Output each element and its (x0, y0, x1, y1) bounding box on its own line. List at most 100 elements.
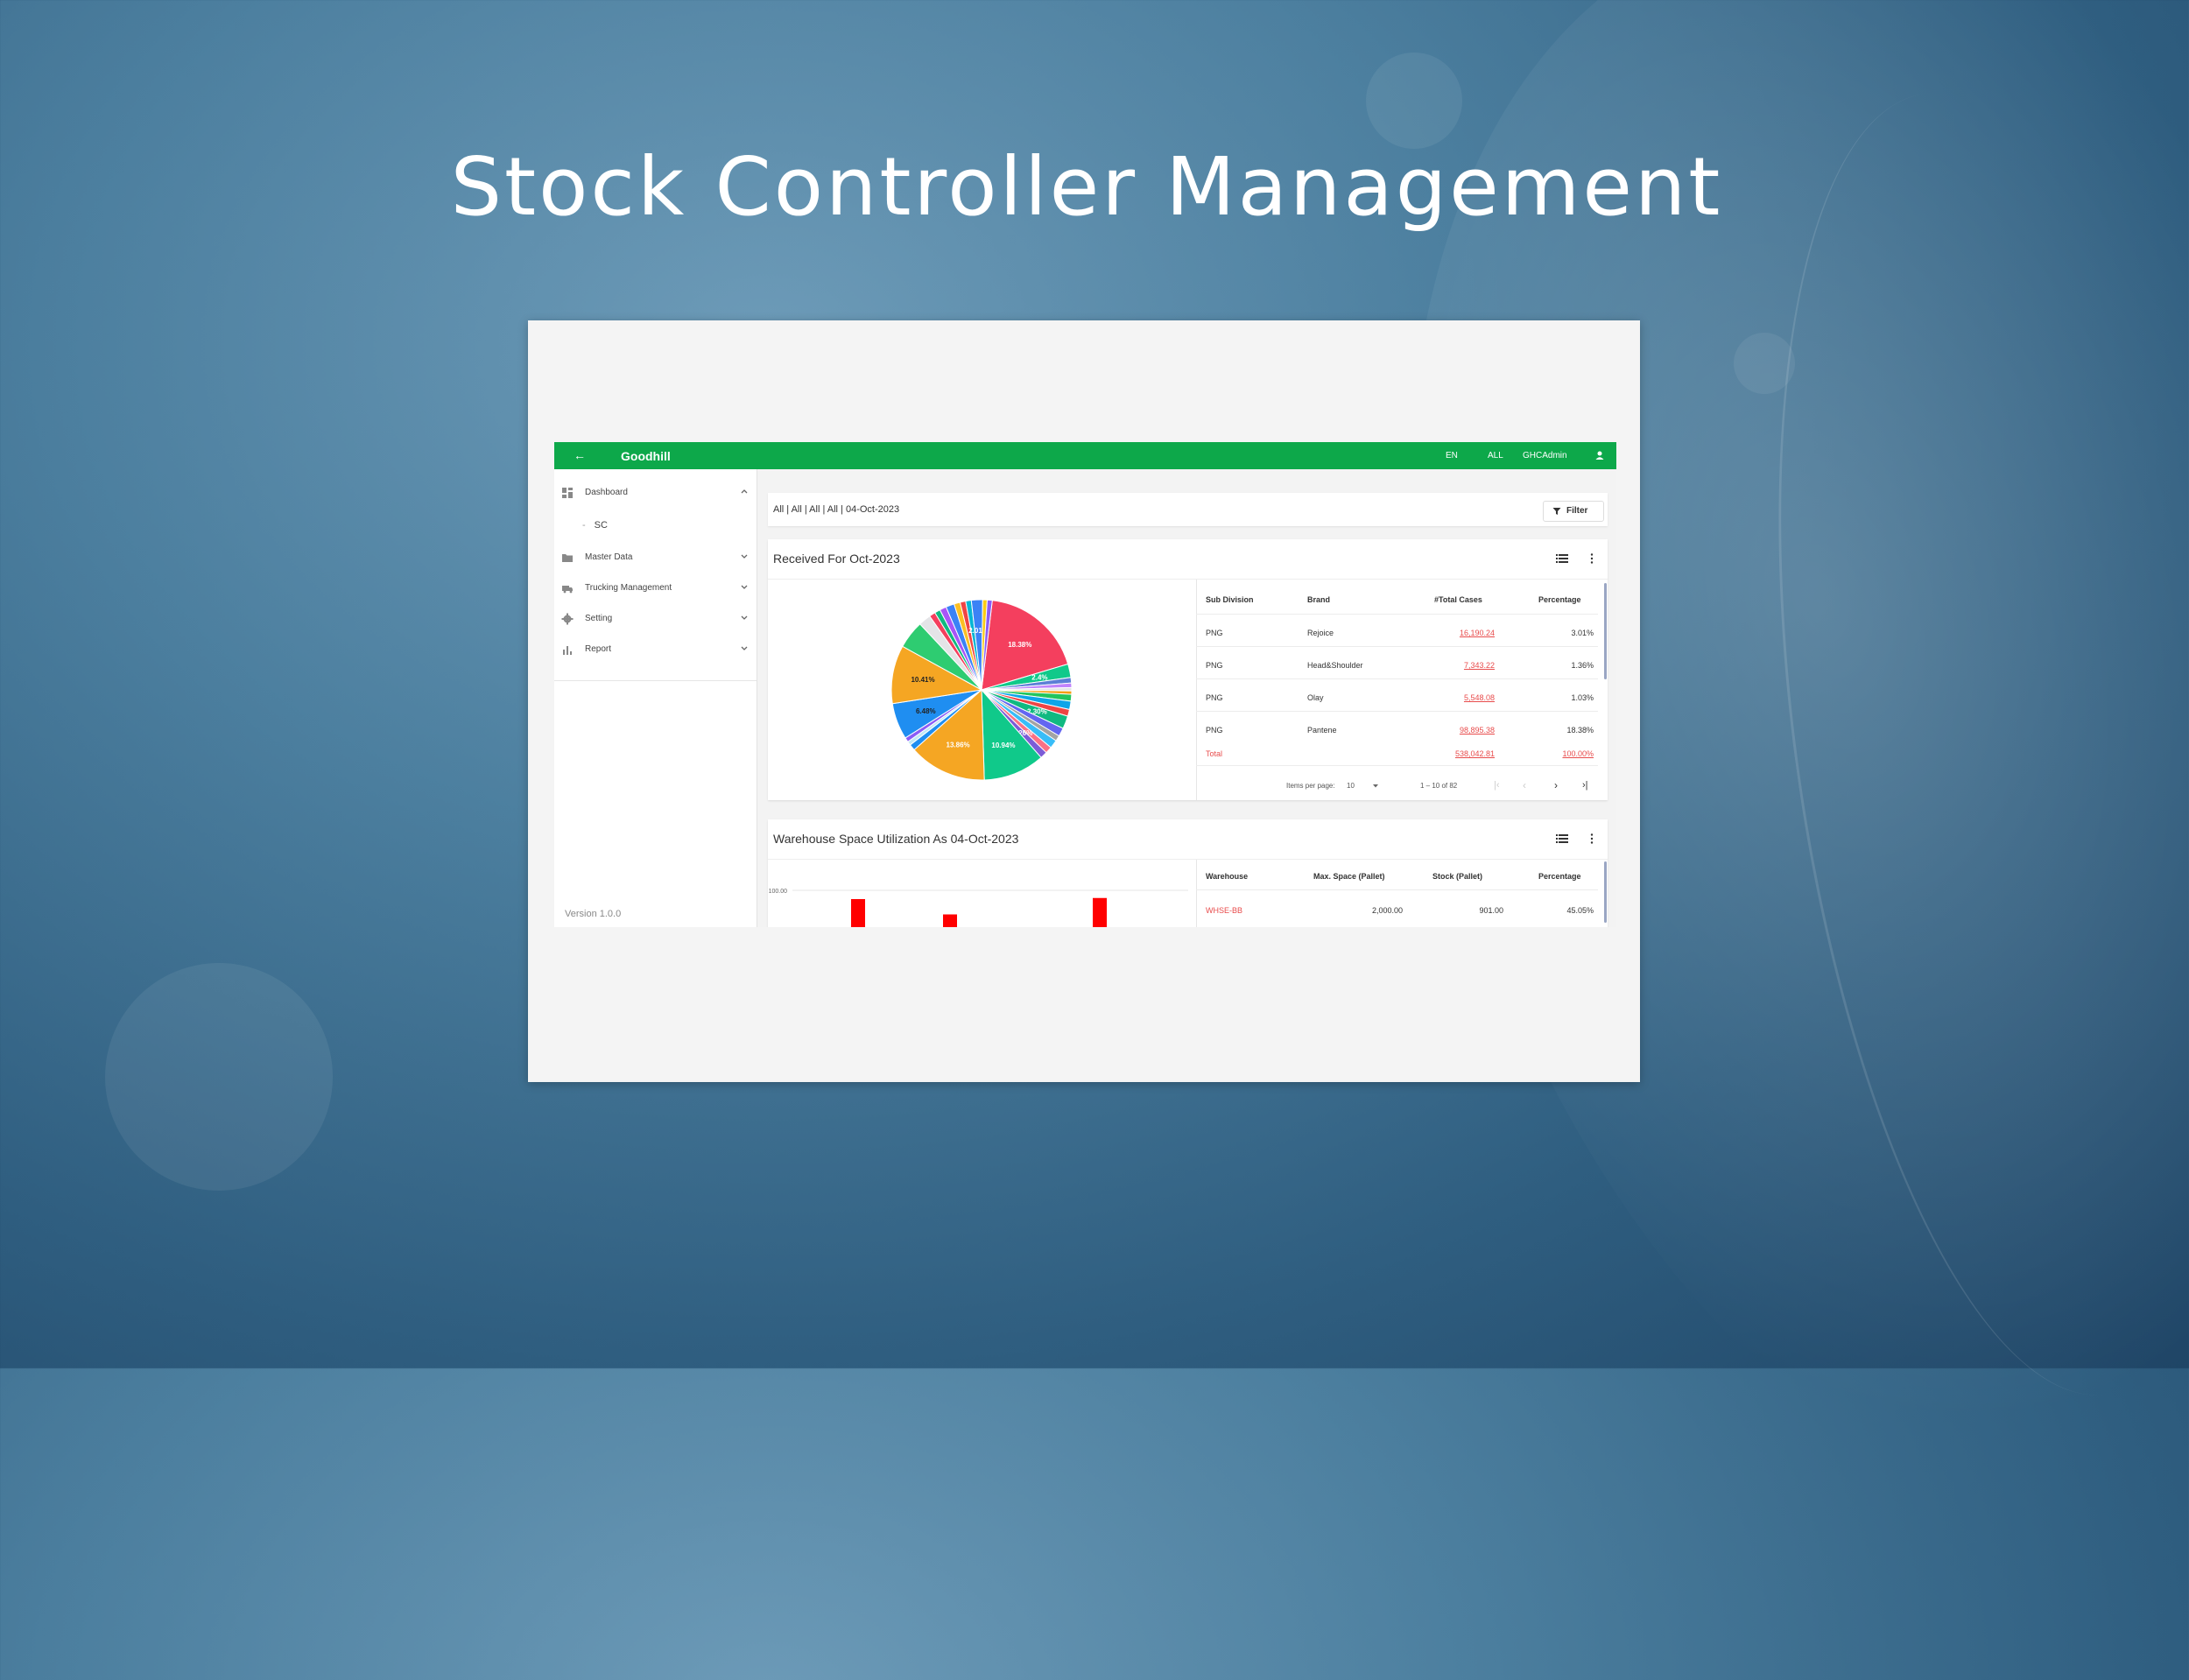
gear-icon (561, 613, 574, 625)
cell-subdivision: PNG (1206, 629, 1223, 637)
chevron-down-icon[interactable] (740, 643, 749, 652)
pie-slice[interactable] (981, 600, 1069, 691)
pie-slice-label: 6.48% (916, 707, 936, 715)
items-per-page-label: Items per page: (1286, 782, 1335, 790)
column-header[interactable]: Max. Space (Pallet) (1313, 872, 1385, 881)
pie-slice[interactable] (913, 688, 985, 781)
sidebar-item-setting[interactable]: Setting (554, 608, 757, 629)
cell-total-cases[interactable]: 16,190.24 (1459, 629, 1495, 637)
bar[interactable] (943, 914, 957, 928)
cell-subdivision: PNG (1206, 693, 1223, 702)
more-vert-icon[interactable] (1586, 833, 1598, 844)
background-glow (1734, 333, 1795, 394)
column-header[interactable]: Stock (Pallet) (1432, 872, 1483, 881)
pie-slice-label: 10.94% (991, 742, 1015, 749)
cell-percentage: 45.05% (1566, 906, 1594, 915)
sidebar-subitem-sc[interactable]: -SC (582, 520, 608, 531)
row-divider (1196, 889, 1598, 890)
filter-button[interactable]: Filter (1543, 501, 1604, 522)
screenshot-frame: ← Goodhill EN ALL GHCAdmin Dashboard -SC (528, 320, 1640, 1082)
column-header[interactable]: Percentage (1538, 872, 1581, 881)
user-name[interactable]: GHCAdmin (1523, 451, 1567, 460)
cell-stock: 901.00 (1479, 906, 1503, 915)
cell-percentage: 18.38% (1566, 726, 1594, 735)
app-window: ← Goodhill EN ALL GHCAdmin Dashboard -SC (554, 442, 1616, 927)
items-per-page-select[interactable]: 10 (1347, 782, 1355, 790)
dropdown-arrow-icon[interactable] (1372, 784, 1379, 789)
pie-slice-label: 10.41% (911, 676, 934, 684)
truck-icon (562, 586, 573, 594)
funnel-icon (1552, 508, 1561, 515)
pie-slice-label: 18.38% (1008, 641, 1031, 649)
sidebar-item-master-data[interactable]: Master Data (554, 547, 757, 568)
cell-total-cases[interactable]: 5,548.08 (1463, 693, 1495, 702)
bar[interactable] (1093, 897, 1107, 927)
total-percentage[interactable]: 100.00% (1562, 749, 1594, 758)
bar-chart: 100.00 (769, 889, 1188, 928)
filter-breadcrumb: All | All | All | All | 04-Oct-2023 (773, 504, 900, 515)
arrow-left-icon[interactable]: ← (574, 448, 586, 462)
folder-icon (562, 554, 573, 562)
bar-chart-area: 100.00 (768, 860, 1197, 927)
total-cases[interactable]: 538,042.81 (1454, 749, 1495, 758)
top-bar: ← Goodhill EN ALL GHCAdmin (554, 442, 1616, 469)
row-divider (1196, 678, 1598, 679)
sidebar: Dashboard -SC Master Data Trucking Manag… (554, 469, 757, 927)
warehouse-card: Warehouse Space Utilization As 04-Oct-20… (768, 819, 1608, 927)
sidebar-item-trucking-management[interactable]: Trucking Management (554, 578, 757, 599)
cell-total-cases[interactable]: 98,895.38 (1459, 726, 1495, 735)
background-glow (105, 963, 333, 1191)
row-divider (1196, 765, 1598, 766)
cell-subdivision: PNG (1206, 661, 1223, 670)
column-header[interactable]: Percentage (1538, 595, 1581, 604)
chevron-down-icon[interactable] (740, 552, 749, 560)
list-view-icon[interactable] (1556, 833, 1568, 844)
cell-percentage: 1.03% (1571, 693, 1594, 702)
more-vert-icon[interactable] (1586, 553, 1598, 564)
main-content: All | All | All | All | 04-Oct-2023 Filt… (768, 469, 1616, 927)
language-selector[interactable]: EN (1446, 451, 1458, 460)
last-page-icon[interactable]: ›| (1582, 780, 1588, 791)
sidebar-item-label: Master Data (585, 552, 633, 562)
pie-slice[interactable] (981, 688, 1042, 781)
filter-bar: All | All | All | All | 04-Oct-2023 Filt… (768, 493, 1608, 526)
person-icon[interactable] (1594, 450, 1605, 460)
column-header[interactable]: Warehouse (1206, 872, 1249, 881)
first-page-icon[interactable]: |‹ (1494, 780, 1500, 791)
next-page-icon[interactable]: › (1554, 779, 1558, 791)
pie-slice[interactable] (981, 599, 993, 691)
row-divider (1196, 614, 1598, 615)
column-header[interactable]: #Total Cases (1434, 595, 1482, 604)
pie-slice-label: 2.4% (1031, 674, 1047, 682)
page-headline: Stock Controller Management (450, 140, 1723, 234)
filter-button-label: Filter (1566, 506, 1588, 516)
chevron-up-icon[interactable] (740, 487, 749, 496)
cell-total-cases[interactable]: 7,343.22 (1463, 661, 1495, 670)
prev-page-icon[interactable]: ‹ (1523, 779, 1526, 791)
chevron-down-icon[interactable] (740, 582, 749, 591)
y-tick-label: 100.00 (769, 889, 788, 895)
sidebar-subitem-label: SC (594, 520, 608, 531)
table-scrollbar[interactable] (1604, 861, 1607, 923)
sidebar-item-report[interactable]: Report (554, 639, 757, 660)
cell-brand: Head&Shoulder (1307, 661, 1363, 670)
pie-slice[interactable] (890, 645, 983, 705)
sidebar-item-dashboard[interactable]: Dashboard (554, 482, 757, 503)
sidebar-item-label: Dashboard (585, 488, 628, 497)
scope-selector[interactable]: ALL (1488, 451, 1503, 460)
card-divider (768, 579, 1608, 580)
sidebar-item-label: Setting (585, 614, 613, 623)
chevron-down-icon[interactable] (740, 613, 749, 622)
table-scrollbar[interactable] (1604, 583, 1607, 679)
cell-brand: Rejoice (1307, 629, 1334, 637)
cell-brand: Olay (1307, 693, 1324, 702)
sidebar-item-label: Trucking Management (585, 583, 672, 593)
bar[interactable] (851, 899, 865, 927)
column-header[interactable]: Sub Division (1206, 595, 1254, 604)
sidebar-divider (554, 680, 757, 681)
column-header[interactable]: Brand (1307, 595, 1331, 604)
received-card: Received For Oct-2023 18.38%2.4%2.30%1.2… (768, 539, 1608, 800)
cell-warehouse[interactable]: WHSE-BB (1206, 906, 1243, 915)
card-title: Warehouse Space Utilization As 04-Oct-20… (773, 832, 1019, 846)
list-view-icon[interactable] (1556, 553, 1568, 564)
